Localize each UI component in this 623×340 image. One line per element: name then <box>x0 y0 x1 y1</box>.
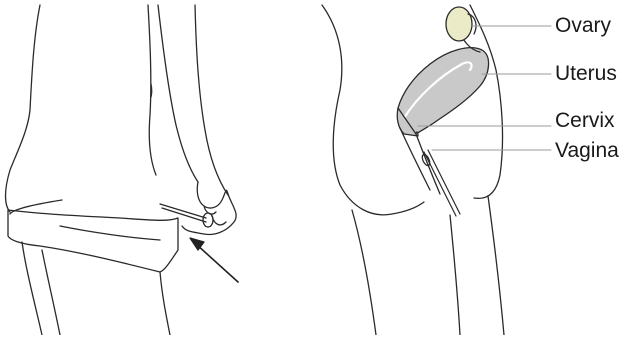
vagina-label: Vagina <box>555 140 619 161</box>
right-figure-front-leg <box>488 196 504 335</box>
right-figure-inner-leg <box>450 215 460 335</box>
applicator <box>160 204 206 222</box>
insertion-arrow <box>190 238 238 282</box>
uterus <box>398 48 489 134</box>
left-figure-fingers <box>204 206 226 225</box>
applicator-tip <box>203 213 213 227</box>
left-figure-back-leg <box>22 242 42 335</box>
left-figure-navel <box>151 84 152 97</box>
left-figure-back-outline <box>6 5 41 212</box>
pants-fold <box>60 226 160 240</box>
cervix-label: Cervix <box>555 110 615 131</box>
left-figure-front-leg <box>160 272 170 335</box>
uterus-label: Uterus <box>555 63 617 84</box>
left-figure <box>6 5 239 335</box>
right-figure-back-leg <box>352 210 376 335</box>
left-figure-arm-front <box>158 5 198 182</box>
left-figure-buttock-outline <box>10 200 62 214</box>
left-figure-back-leg-2 <box>42 250 60 335</box>
ovary-label: Ovary <box>555 15 611 36</box>
lowered-pants <box>8 210 178 272</box>
ovary <box>446 7 472 41</box>
left-figure-arm-back <box>195 5 228 195</box>
right-figure-belly-outline <box>470 5 503 198</box>
